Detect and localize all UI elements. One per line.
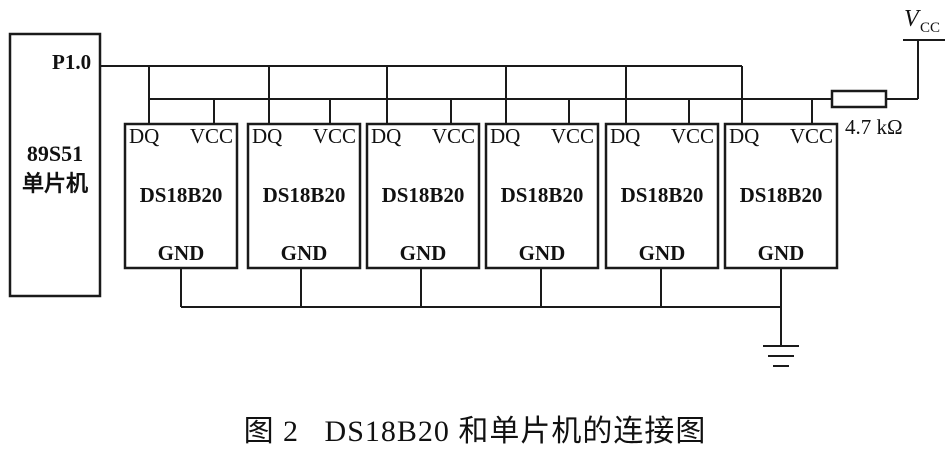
resistor-label: 4.7 kΩ (845, 115, 903, 139)
sensor-gnd-pin-label: GND (158, 241, 205, 265)
sensor-part-name: DS18B20 (382, 183, 465, 207)
sensor-gnd-pin-label: GND (281, 241, 328, 265)
sensor-dq-pin-label: DQ (729, 124, 759, 148)
vcc-symbol: V (904, 6, 921, 32)
sensor-vcc-pin-label: VCC (671, 124, 714, 148)
sensor-body (365, 122, 481, 270)
ground-symbol (763, 345, 799, 367)
sensor-vcc-pin-label: VCC (790, 124, 833, 148)
sensor-body (123, 122, 239, 270)
figure-caption: 图 2 DS18B20 和单片机的连接图 (244, 415, 707, 448)
sensor-part-name: DS18B20 (740, 183, 823, 207)
sensor-gnd-pin-label: GND (400, 241, 447, 265)
sensor-dq-pin-label: DQ (252, 124, 282, 148)
sensor-dq-pin-label: DQ (129, 124, 159, 148)
vcc-supply-label: V CC (904, 6, 940, 36)
vcc-bus (149, 39, 945, 124)
sensor-body (723, 122, 839, 270)
sensor-vcc-pin-label: VCC (432, 124, 475, 148)
sensor-dq-pin-label: DQ (490, 124, 520, 148)
sensor-vcc-pin-label: VCC (551, 124, 594, 148)
vcc-subscript: CC (920, 20, 940, 36)
sensor-body (246, 122, 362, 270)
sensor-part-name: DS18B20 (140, 183, 223, 207)
pullup-resistor: 4.7 kΩ (830, 89, 903, 139)
mcu-pin-label: P1.0 (52, 50, 91, 74)
sensor-gnd-pin-label: GND (519, 241, 566, 265)
sensor-part-name: DS18B20 (621, 183, 704, 207)
mcu-block: P1.0 89S51 单片机 (8, 32, 102, 298)
mcu-name-line2: 单片机 (22, 171, 88, 196)
mcu-name-line1: 89S51 (27, 141, 83, 166)
ground-bus (180, 268, 782, 346)
sensor-body (604, 122, 720, 270)
sensor-dq-pin-label: DQ (610, 124, 640, 148)
sensor-vcc-pin-label: VCC (190, 124, 233, 148)
sensor-vcc-pin-label: VCC (313, 124, 356, 148)
sensor-gnd-pin-label: GND (639, 241, 686, 265)
sensor-gnd-pin-label: GND (758, 241, 805, 265)
sensor-part-name: DS18B20 (501, 183, 584, 207)
sensor-part-name: DS18B20 (263, 183, 346, 207)
sensor-dq-pin-label: DQ (371, 124, 401, 148)
data-bus (100, 65, 743, 124)
